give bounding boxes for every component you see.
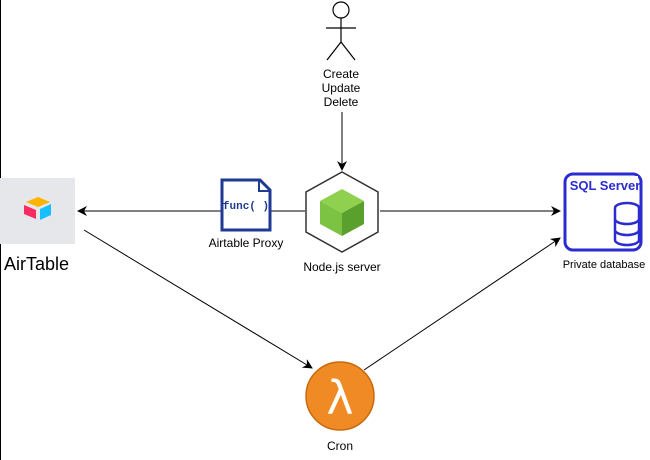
- lambda-icon-glyph: λ: [326, 371, 353, 425]
- actor-label-line-1: Create: [323, 67, 359, 81]
- node-server-node: Node.js server: [303, 171, 381, 274]
- sql-server-icon-text: SQL Server: [570, 178, 641, 193]
- cron-node: λ Cron: [305, 361, 375, 453]
- proxy-node: func( ) Airtable Proxy: [209, 178, 284, 250]
- function-icon-text: func( ): [223, 201, 269, 213]
- edge-cron-to-sql: [363, 237, 561, 371]
- sql-server-node: SQL Server Private database: [563, 172, 646, 271]
- airtable-node: AirTable: [0, 178, 75, 274]
- lambda-icon: λ: [305, 361, 375, 431]
- airtable-icon-tile: [0, 178, 75, 244]
- actor-label-line-2: Update: [322, 81, 361, 95]
- stick-figure-icon: [326, 1, 356, 61]
- node-server-label: Node.js server: [303, 260, 380, 274]
- sql-server-icon: SQL Server: [563, 172, 643, 252]
- edge-airtable-to-cron: [83, 229, 313, 369]
- actor-label-line-3: Delete: [324, 95, 359, 109]
- function-icon: func( ): [220, 178, 272, 232]
- cron-label: Cron: [327, 439, 353, 453]
- airtable-label: AirTable: [4, 254, 69, 274]
- nodejs-cube-icon: [305, 171, 379, 253]
- proxy-label: Airtable Proxy: [209, 236, 284, 250]
- edges: [77, 112, 561, 371]
- sql-server-label: Private database: [563, 259, 646, 271]
- airtable-icon: [24, 197, 51, 220]
- actor: Create Update Delete: [322, 1, 361, 109]
